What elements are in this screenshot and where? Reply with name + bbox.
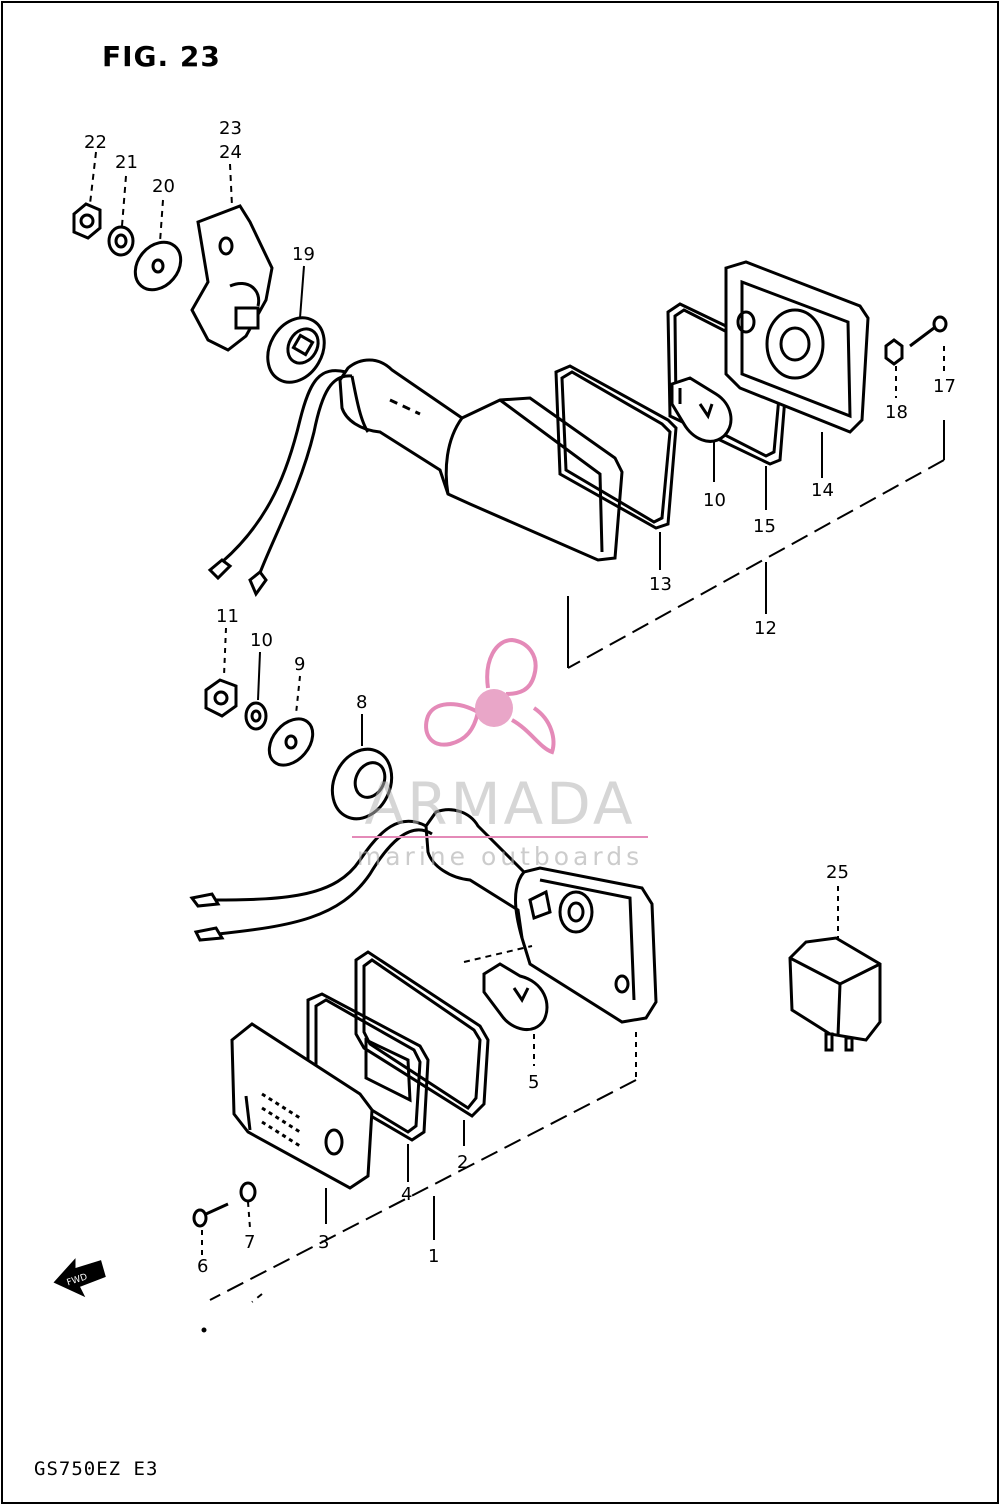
- callout-18: 18: [885, 402, 908, 423]
- grommet-8: [330, 747, 394, 821]
- upper-wire-harness: [221, 369, 353, 579]
- screw-6: [192, 1202, 229, 1228]
- washer-7: [239, 1181, 257, 1203]
- callout-3: 3: [318, 1232, 329, 1253]
- callout-12: 12: [754, 618, 777, 639]
- callout-22: 22: [84, 132, 107, 153]
- lens-3: [230, 1022, 374, 1190]
- lock-washer-10: [244, 701, 268, 731]
- callout-13: 13: [649, 574, 672, 595]
- callout-9: 9: [294, 654, 305, 675]
- callout-23: 23: [219, 118, 242, 139]
- figure-title: FIG. 23: [102, 40, 221, 73]
- callout-7: 7: [244, 1232, 255, 1253]
- flasher-relay-25: [788, 936, 882, 1052]
- callout-6: 6: [197, 1256, 208, 1277]
- callout-8: 8: [356, 692, 367, 713]
- nut-11: [204, 678, 238, 718]
- model-code: GS750EZ E3: [34, 1458, 159, 1480]
- callout-15: 15: [753, 516, 776, 537]
- callout-4: 4: [401, 1184, 412, 1205]
- callout-10-upper: 10: [703, 490, 726, 511]
- watermark-tagline: marine outboards: [356, 842, 644, 871]
- lower-leader-lines: [201, 627, 839, 1333]
- callout-25: 25: [826, 862, 849, 883]
- lens-14: [724, 260, 870, 434]
- lock-washer-21: [107, 225, 135, 257]
- lower-signal-body: [424, 808, 658, 1024]
- upper-signal-body: [338, 358, 624, 562]
- forward-arrow-icon: [53, 1258, 106, 1298]
- callout-10-lower: 10: [250, 630, 273, 651]
- gasket-2: [354, 950, 490, 1118]
- washer-9: [267, 717, 315, 767]
- callout-11: 11: [216, 606, 239, 627]
- nut-22: [72, 202, 102, 240]
- callout-17: 17: [933, 376, 956, 397]
- callout-2: 2: [457, 1152, 468, 1173]
- callout-20: 20: [152, 176, 175, 197]
- screw-17: [909, 315, 948, 348]
- callout-19: 19: [292, 244, 315, 265]
- upper-leader-lines: [89, 151, 945, 669]
- watermark-brand: ARMADA: [364, 770, 636, 838]
- callout-5: 5: [528, 1072, 539, 1093]
- watermark-divider: [352, 836, 648, 838]
- callout-24: 24: [219, 142, 242, 163]
- upper-wire-terminals: [207, 558, 268, 598]
- callout-14: 14: [811, 480, 834, 501]
- washer-20: [133, 240, 183, 292]
- callout-21: 21: [115, 152, 138, 173]
- lower-wire-terminals: [189, 892, 225, 942]
- callout-1: 1: [428, 1246, 439, 1267]
- grommet-19: [266, 316, 326, 384]
- bulb-lower: [482, 962, 549, 1031]
- bulb-upper: [670, 376, 733, 443]
- nut-18: [884, 338, 904, 366]
- propeller-logo-icon: [424, 637, 556, 755]
- mounting-bracket: [190, 204, 274, 352]
- lower-wire-harness: [213, 819, 433, 936]
- gasket-13: [554, 364, 678, 530]
- callout-numbers: 1 2 3 4 5 6 7 8 9 10 11 12 13 14 15 10 1…: [84, 118, 956, 1277]
